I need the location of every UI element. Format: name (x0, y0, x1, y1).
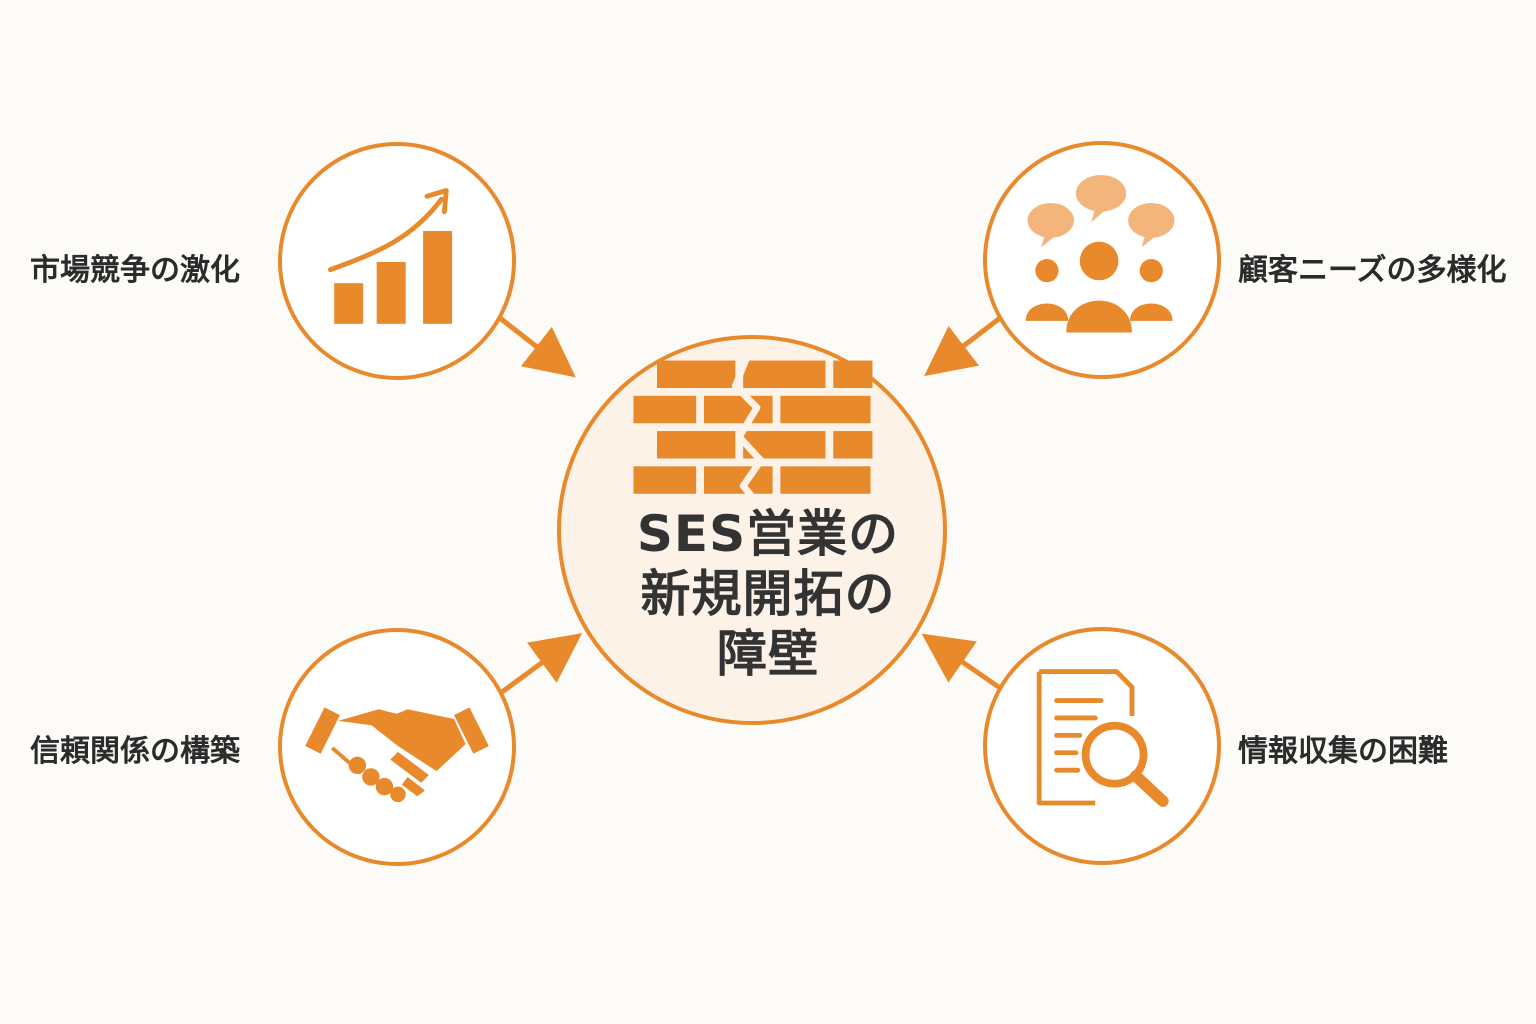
factor-node-information-gathering (983, 627, 1221, 865)
factor-label-information-gathering: 情報収集の困難 (1238, 734, 1448, 769)
growth-chart-icon (327, 188, 453, 324)
factor-node-trust-building (278, 628, 516, 866)
document-search-icon (1036, 669, 1169, 807)
arrow-bottom-right (921, 633, 1002, 691)
center-title: SES営業の 新規開拓の 障壁 (0, 504, 1536, 684)
center-title-line-1: SES営業の (636, 505, 900, 563)
factor-node-customer-needs (983, 141, 1221, 379)
factor-node-market-competition (278, 142, 516, 380)
people-speech-icon (1025, 174, 1175, 333)
factor-label-market-competition: 市場競争の激化 (30, 253, 240, 288)
center-title-line-3: 障壁 (717, 625, 819, 683)
arrow-top-right (924, 316, 1002, 377)
arrow-top-left (498, 316, 576, 378)
center-title-line-2: 新規開拓の (640, 565, 896, 623)
handshake-icon (305, 707, 489, 803)
arrow-bottom-left (500, 633, 583, 695)
factor-label-trust-building: 信頼関係の構築 (30, 734, 240, 769)
center-node (557, 335, 947, 725)
brick-wall-crack-icon (633, 355, 873, 500)
factor-label-customer-needs: 顧客ニーズの多様化 (1238, 253, 1507, 288)
